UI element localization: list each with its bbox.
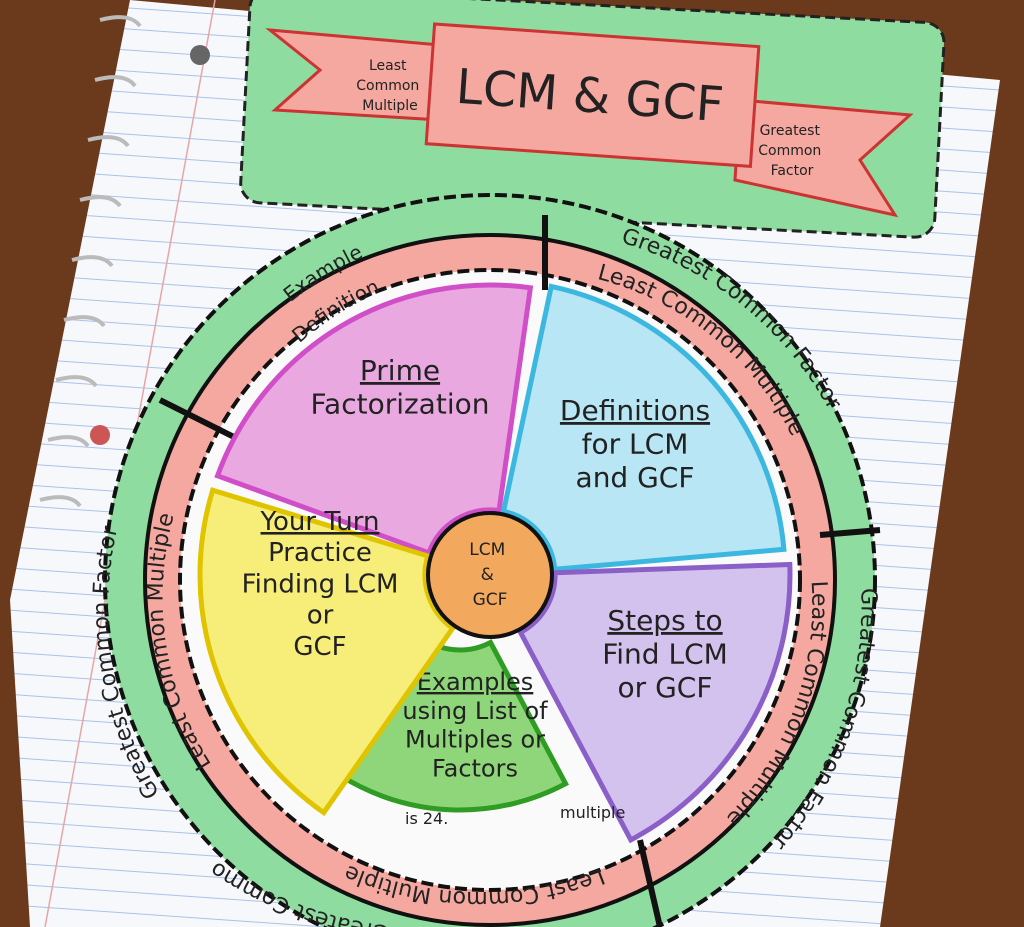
sector-label: Find LCM (602, 638, 728, 671)
sector-label: or GCF (618, 671, 713, 704)
sector-definitions[interactable] (500, 283, 787, 573)
sector-steps[interactable] (517, 561, 793, 844)
sector-label: Prime (360, 354, 440, 387)
wheel-foldable: Example Definition Greatest Common Facto… (0, 0, 881, 927)
sector-label: for LCM (582, 428, 689, 461)
svg-text:Greatest Common Fa: Greatest Common Factor (758, 123, 826, 179)
sector-label: using List of (402, 697, 548, 725)
punch-hole (90, 425, 110, 445)
sector-label: Factorization (311, 388, 490, 421)
punch-hole (190, 45, 210, 65)
sector-label: Finding LCM (242, 569, 399, 599)
sector-label: Factors (432, 754, 518, 782)
title-banner: LCM & GCF Least Common Multiple Greatest… (239, 0, 946, 239)
sector-label: Steps to (607, 604, 722, 637)
svg-text:LCM & GCF: LCM & GCF (469, 540, 510, 610)
right-ribbon-line: Common (758, 143, 821, 159)
sector-label: and GCF (576, 461, 695, 494)
sector-label: GCF (293, 632, 346, 662)
right-ribbon-line: Factor (771, 163, 814, 179)
sector-label: or (307, 601, 334, 631)
hidden-text: is 24. (405, 809, 448, 828)
center-label: & (481, 565, 494, 585)
sector-label: Your Turn (260, 507, 380, 537)
svg-text:Least Common Multi: Least Common Multiple (356, 58, 424, 114)
sector-your-turn[interactable] (197, 487, 457, 817)
sector-label: Practice (268, 538, 372, 568)
left-ribbon-line: Least (369, 58, 407, 74)
hidden-text: multiple (560, 803, 625, 822)
svg-text:is 24. multiple: is 24. multiple (405, 803, 625, 828)
center-hub (426, 511, 554, 639)
ring-dividers (158, 215, 881, 927)
sector-examples[interactable] (337, 636, 569, 813)
left-ribbon-line: Common (356, 78, 419, 94)
center-label: LCM (469, 540, 505, 560)
sector-prime-factorization[interactable] (214, 282, 534, 557)
right-ribbon-line: Greatest (760, 123, 821, 139)
left-ribbon-line: Multiple (362, 98, 418, 114)
center-label: GCF (473, 590, 508, 610)
sector-label: Examples (417, 668, 534, 696)
sector-label: Definitions (560, 394, 710, 427)
sector-label: Multiples or (405, 726, 545, 754)
spiral-binding (39, 15, 142, 508)
